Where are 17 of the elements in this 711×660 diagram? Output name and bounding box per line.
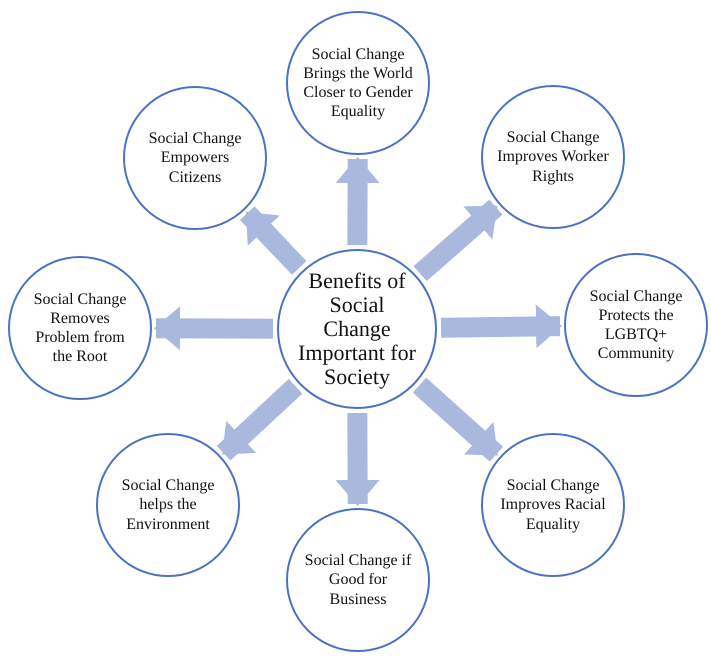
node-label: Benefits of Social Change Important for Society — [297, 268, 417, 390]
node-label: Social Change helps the Environment — [120, 476, 216, 534]
node-label: Social Change Protects the LGBTQ+ Community — [588, 286, 684, 364]
node-label: Social Change Improves Worker Rights — [497, 128, 609, 186]
block-arrow — [154, 306, 274, 350]
node-label: Social Change if Good for Business — [304, 551, 412, 609]
block-arrow — [440, 304, 562, 348]
node-label: Social Change Removes Problem from the Root — [32, 290, 128, 366]
block-arrow — [412, 378, 504, 462]
block-arrow — [216, 378, 302, 461]
block-arrow — [336, 157, 380, 246]
block-arrow — [414, 200, 502, 282]
node-label: Social Change Brings the World Closer to Gender Equality — [302, 44, 414, 122]
node-label: Social Change Empowers Citizens — [148, 129, 242, 187]
block-arrow — [336, 412, 380, 506]
node-label: Social Change Improves Racial Equality — [499, 476, 607, 534]
block-arrow — [240, 206, 306, 275]
